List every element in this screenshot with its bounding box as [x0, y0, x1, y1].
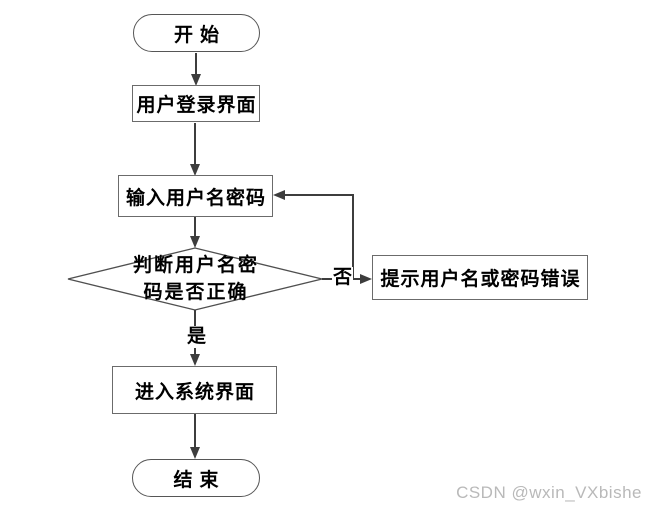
arrowhead-system-end — [190, 447, 200, 459]
arrowhead-decision-system — [190, 354, 200, 366]
no-branch-label: 否 — [332, 267, 353, 289]
yes-branch-label: 是 — [186, 326, 207, 348]
arrowhead-feedback-input — [273, 190, 285, 200]
csdn-watermark: CSDN @wxin_VXbishe — [456, 483, 642, 502]
edge-feedback-loop — [283, 194, 354, 279]
decision-line2: 码是否正确 — [143, 282, 249, 303]
start-node: 开始 — [133, 14, 260, 52]
arrowhead-input-decision — [190, 236, 200, 248]
enter-system-node: 进入系统界面 — [112, 366, 277, 414]
arrowhead-login-input — [190, 164, 200, 176]
error-message-node: 提示用户名或密码错误 — [372, 255, 588, 300]
arrowhead-decision-error — [360, 274, 372, 284]
end-node: 结束 — [132, 459, 260, 497]
login-screen-node: 用户登录界面 — [132, 85, 260, 122]
arrowhead-start-login — [191, 74, 201, 86]
decision-line1: 判断用户名密 — [132, 255, 259, 276]
decision-node-label: 判断用户名密 码是否正确 — [120, 252, 270, 306]
input-credentials-node: 输入用户名密码 — [118, 175, 273, 217]
